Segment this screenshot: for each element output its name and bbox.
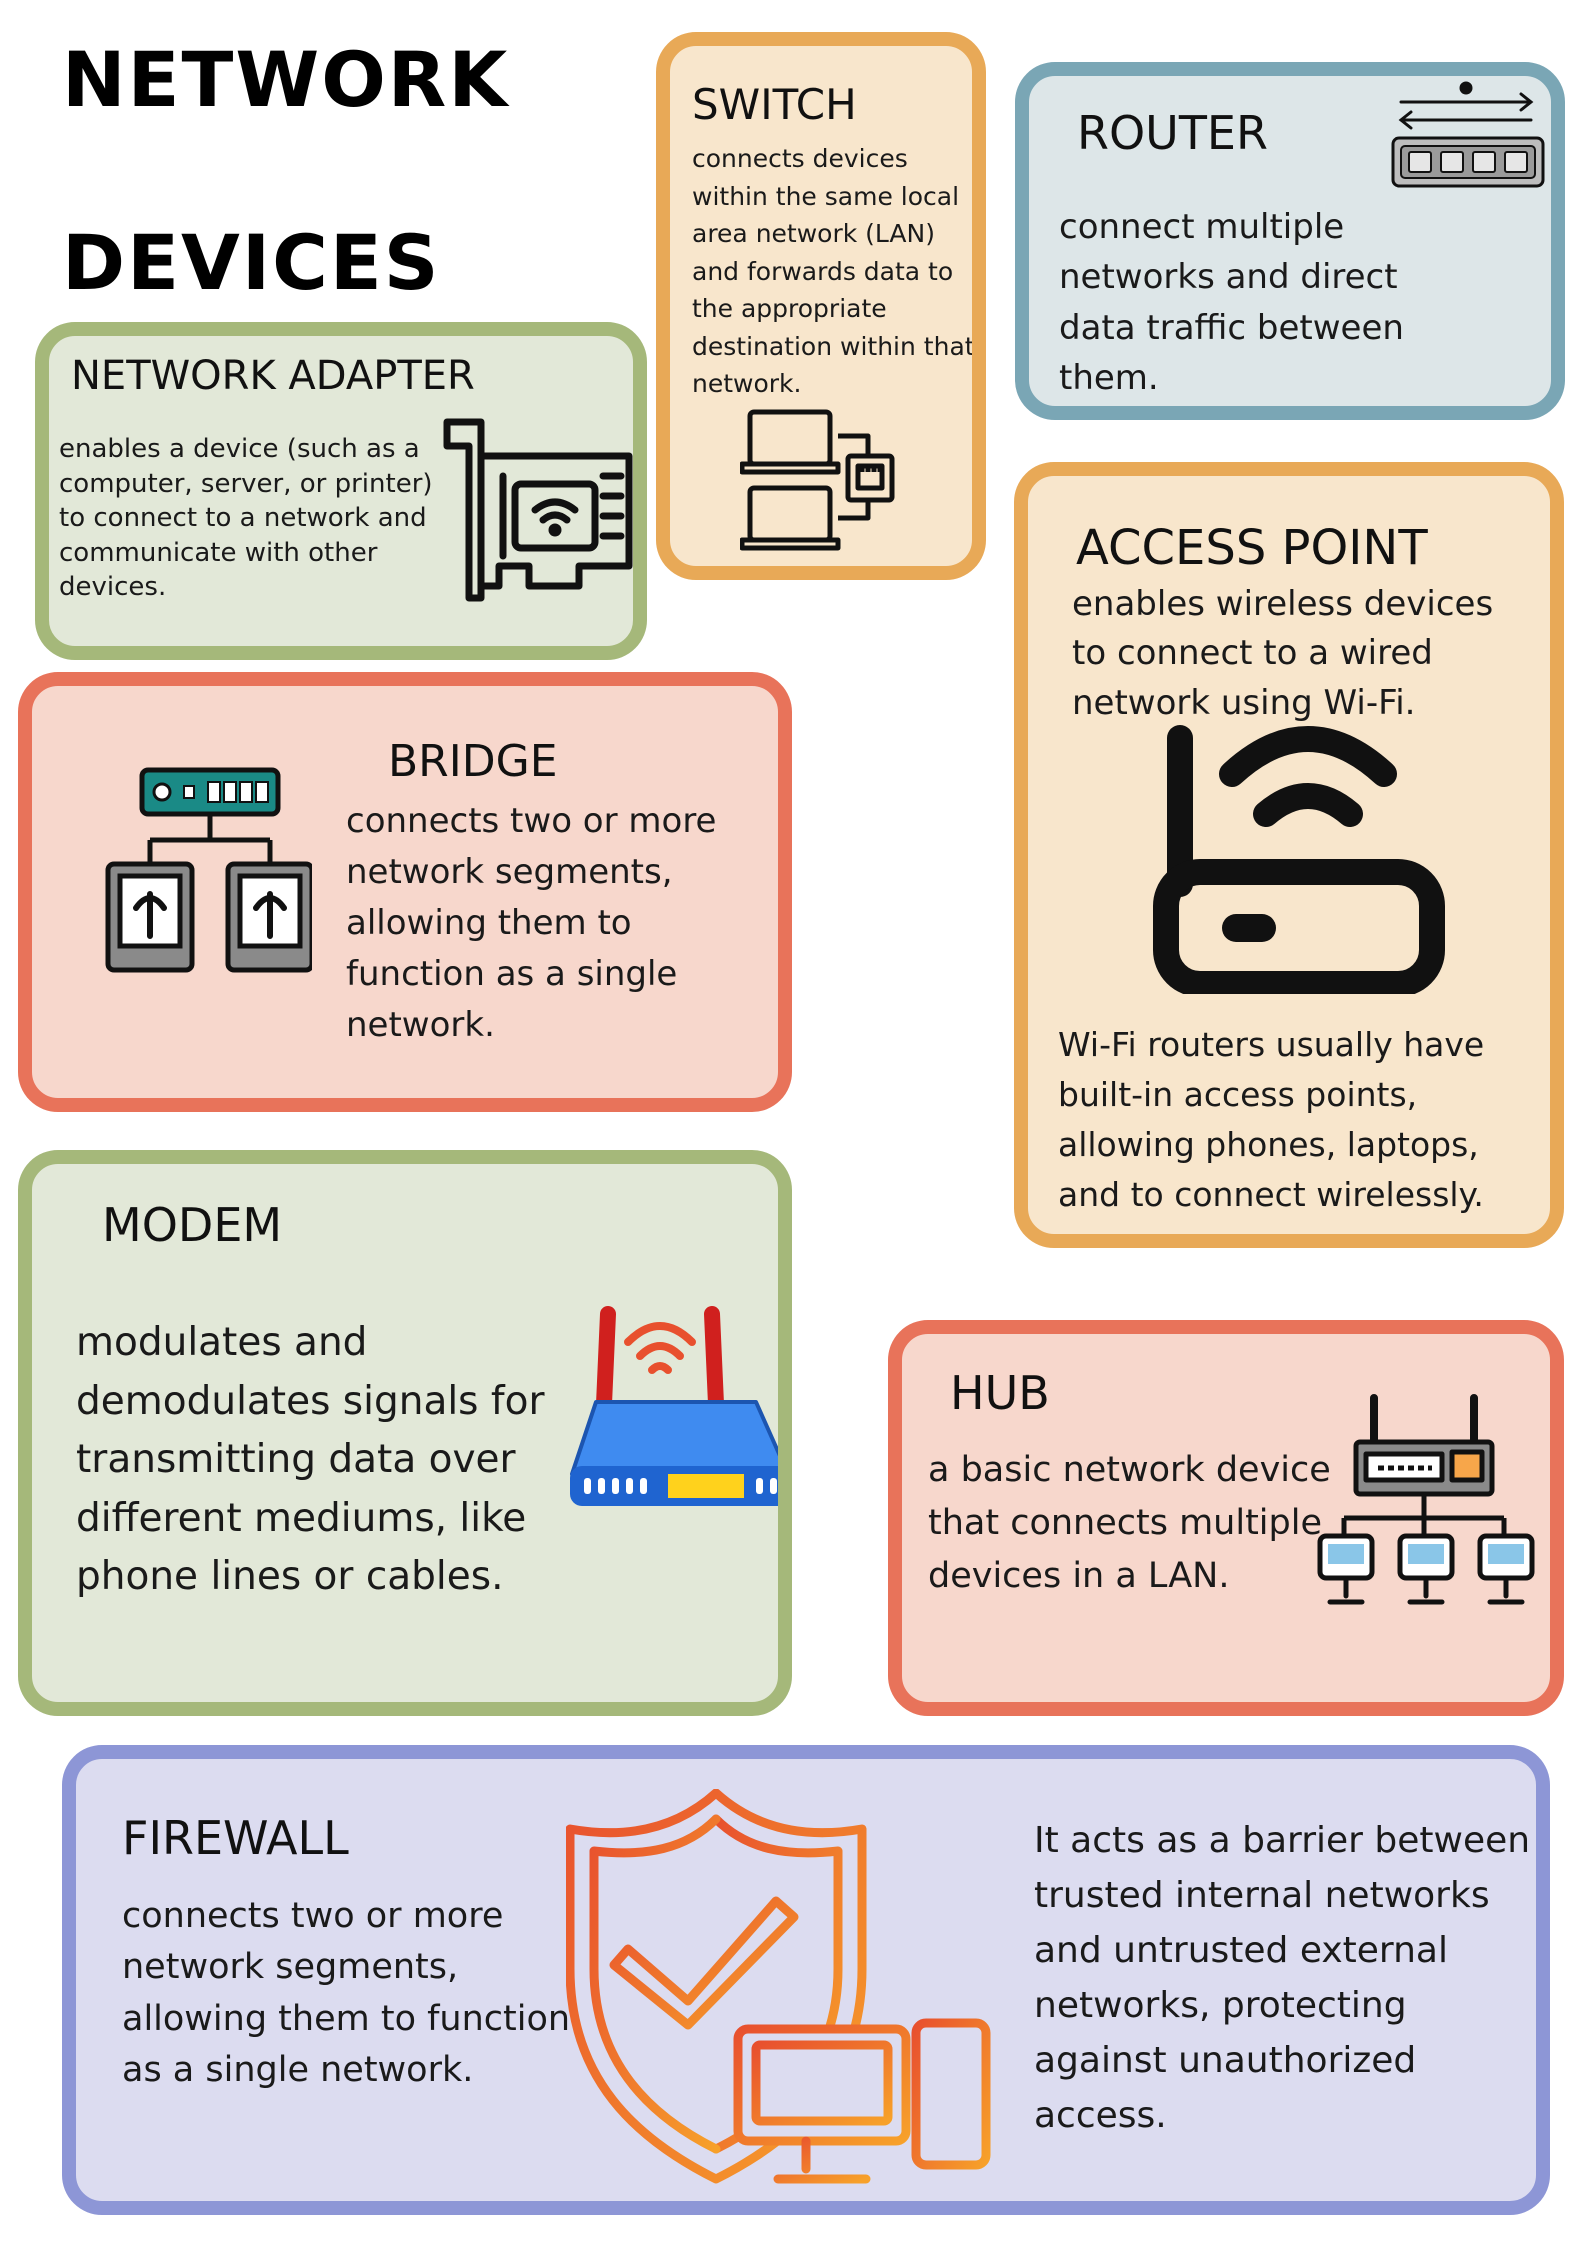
switch-description: connects devices within the same local a… — [692, 144, 975, 398]
access-point-note: Wi-Fi routers usually have built-in acce… — [1058, 1025, 1485, 1215]
hub-icon — [1316, 1390, 1546, 1620]
network-card-icon — [439, 416, 633, 606]
network-adapter-description: enables a device (such as a computer, se… — [59, 434, 433, 603]
shield-check-icon — [566, 1789, 996, 2199]
modem-card: MODEM modulates and demodulates signals … — [18, 1150, 792, 1716]
wifi-access-point-icon — [1138, 724, 1448, 994]
bridge-description: connects two or more network segments, a… — [346, 801, 717, 1045]
router-description: connect multiple networks and direct dat… — [1059, 207, 1404, 398]
network-adapter-title: NETWORK ADAPTER — [71, 353, 475, 399]
access-point-card: ACCESS POINT enables wireless devices to… — [1014, 462, 1564, 1248]
modem-icon — [562, 1284, 778, 1524]
router-card: ROUTER connect multiple networks and dir… — [1015, 62, 1565, 420]
router-icon — [1381, 76, 1551, 206]
firewall-title: FIREWALL — [122, 1811, 349, 1865]
network-adapter-card: NETWORK ADAPTER enables a device (such a… — [35, 322, 647, 660]
bridge-icon — [92, 760, 312, 980]
firewall-note: It acts as a barrier between trusted int… — [1034, 1820, 1531, 2137]
hub-title: HUB — [950, 1366, 1050, 1420]
access-point-title: ACCESS POINT — [1076, 520, 1428, 576]
switch-card: SWITCH connects devices within the same … — [656, 32, 986, 580]
access-point-description: enables wireless devices to connect to a… — [1072, 584, 1494, 723]
router-title: ROUTER — [1077, 106, 1268, 160]
hub-card: HUB a basic network device that connects… — [888, 1320, 1564, 1716]
switch-title: SWITCH — [692, 80, 857, 129]
page-title-line-2: DEVICES — [62, 218, 441, 307]
firewall-card: FIREWALL connects two or more network se… — [62, 1745, 1550, 2215]
bridge-card: BRIDGE connects two or more network segm… — [18, 672, 792, 1112]
switch-icon — [740, 406, 905, 556]
firewall-description: connects two or more network segments, a… — [122, 1896, 571, 2091]
page-title-line-1: NETWORK — [62, 35, 510, 124]
modem-title: MODEM — [102, 1198, 283, 1252]
bridge-title: BRIDGE — [388, 736, 558, 787]
hub-description: a basic network device that connects mul… — [928, 1450, 1331, 1597]
modem-description: modulates and demodulates signals for tr… — [76, 1320, 545, 1599]
